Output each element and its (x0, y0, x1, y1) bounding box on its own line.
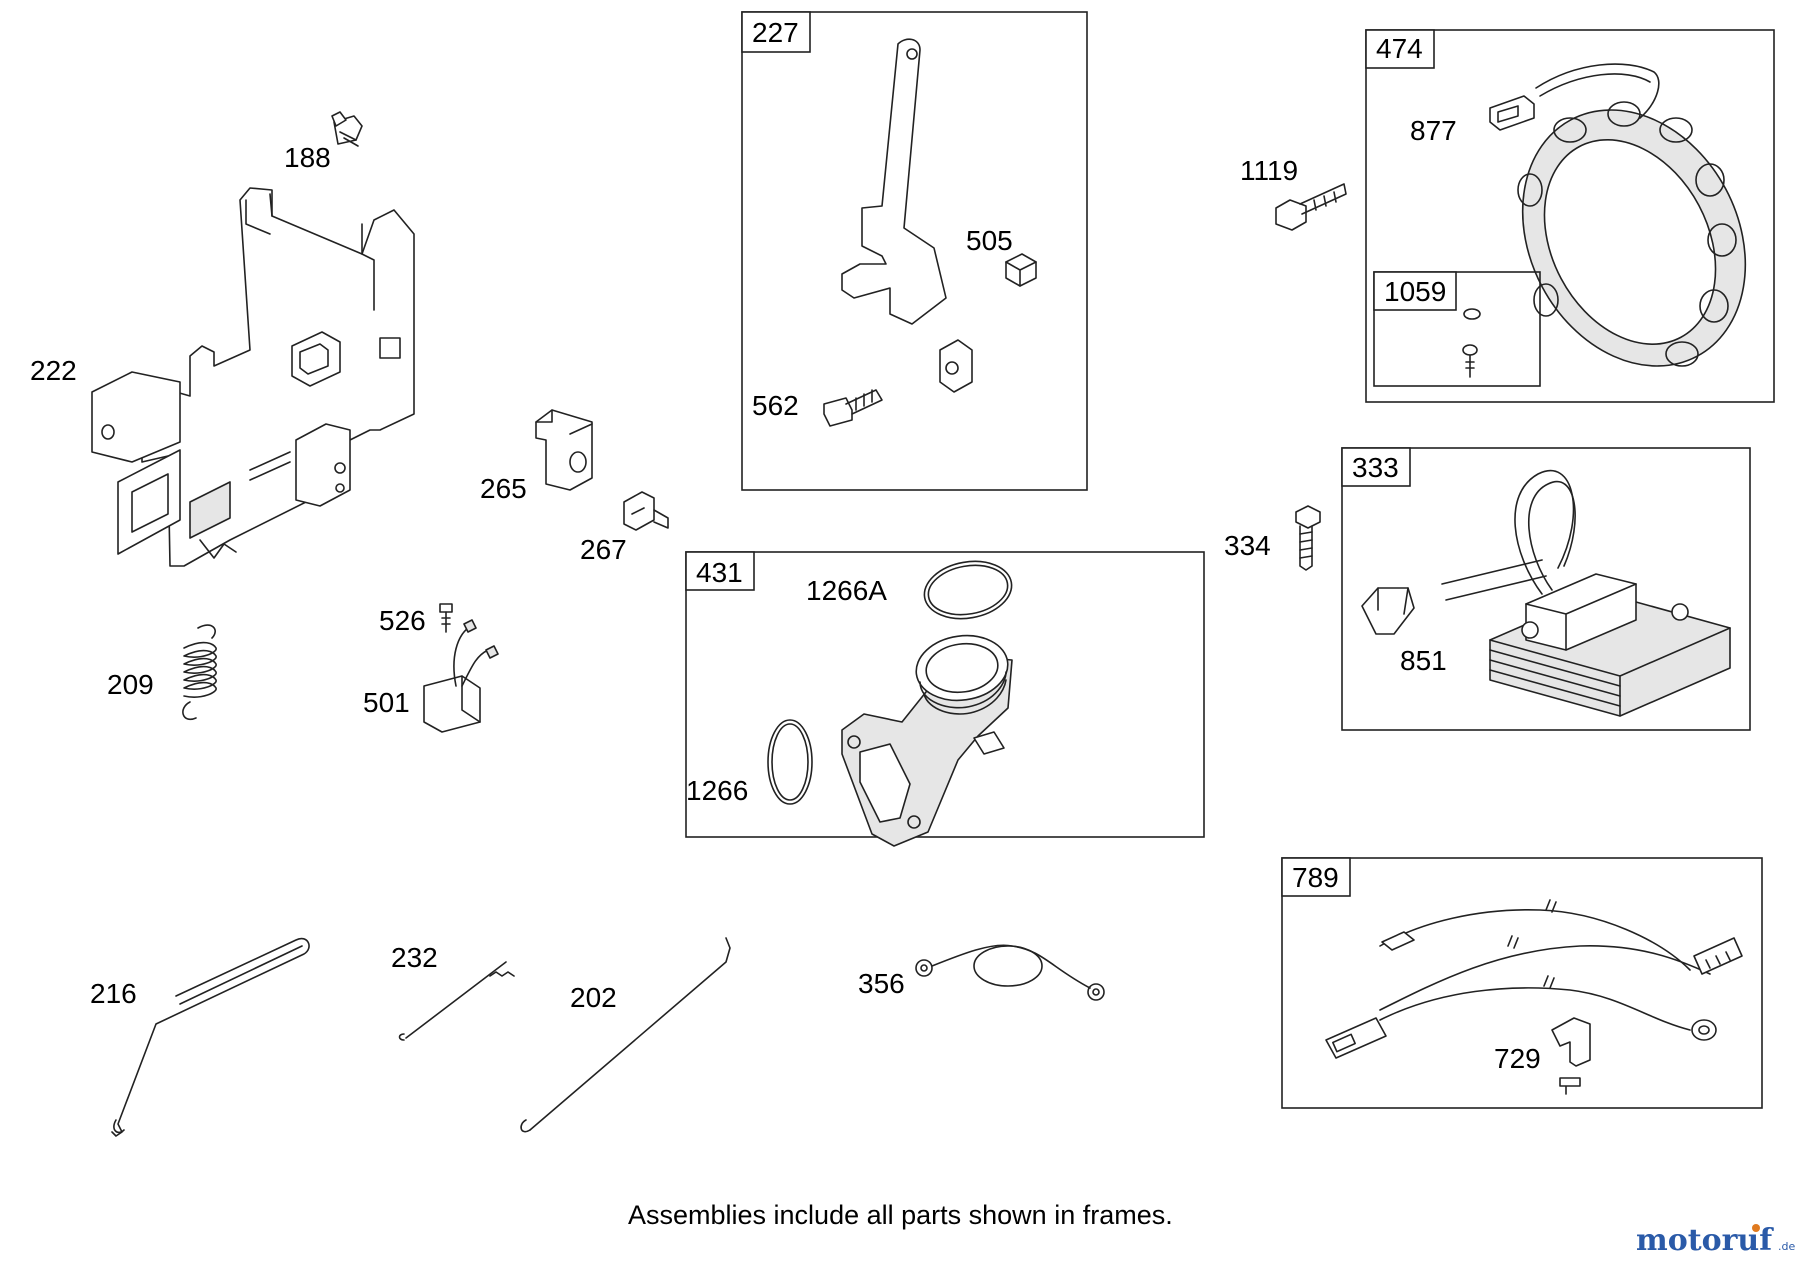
part-1119-bolt (1275, 183, 1347, 231)
frame-label-789: 789 (1292, 862, 1339, 893)
frame-474: 474 (1365, 29, 1775, 403)
part-216-link (111, 937, 310, 1137)
frame-label-333: 333 (1352, 452, 1399, 483)
frame-label-431: 431 (696, 557, 743, 588)
caption: Assemblies include all parts shown in fr… (628, 1200, 1173, 1230)
label-877: 877 (1410, 115, 1457, 146)
label-729: 729 (1494, 1043, 1541, 1074)
label-202: 202 (570, 982, 617, 1013)
part-232-spring (398, 961, 515, 1041)
label-1266: 1266 (686, 775, 748, 806)
label-526: 526 (379, 605, 426, 636)
watermark-brand: motoruf (1636, 1223, 1774, 1258)
label-501: 501 (363, 687, 410, 718)
part-356-ground-wire (915, 944, 1105, 1001)
label-265: 265 (480, 473, 527, 504)
part-334-screw (1295, 505, 1321, 571)
label-356: 356 (858, 968, 905, 999)
frame-label-1059: 1059 (1384, 276, 1446, 307)
part-188-bolt (331, 111, 363, 147)
part-501-rectifier (423, 619, 499, 733)
frame-227: 227 (741, 11, 1088, 491)
watermark-logo: motoruf .de (1636, 1223, 1795, 1258)
label-222: 222 (30, 355, 77, 386)
frame-333: 333 (1341, 447, 1751, 731)
label-188: 188 (284, 142, 331, 173)
part-209-spring (182, 624, 217, 721)
part-222-control-bracket (91, 187, 415, 567)
label-1119: 1119 (1240, 155, 1298, 186)
label-216: 216 (90, 978, 137, 1009)
label-209: 209 (107, 669, 154, 700)
frame-1059: 1059 (1373, 271, 1541, 387)
part-202-link (520, 937, 731, 1133)
part-526-screw (439, 603, 453, 633)
label-562: 562 (752, 390, 799, 421)
frame-label-474: 474 (1376, 33, 1423, 64)
watermark-tld: .de (1778, 1240, 1795, 1253)
svg-text:.de: .de (1778, 1240, 1795, 1253)
part-265-bracket (535, 409, 593, 491)
label-505: 505 (966, 225, 1013, 256)
label-267: 267 (580, 534, 627, 565)
frame-label-227: 227 (752, 17, 799, 48)
frame-431: 431 (685, 551, 1205, 847)
label-232: 232 (391, 942, 438, 973)
svg-text:motoruf: motoruf (1636, 1223, 1774, 1258)
frame-789: 789 (1281, 857, 1763, 1109)
part-267-screw (623, 491, 669, 531)
label-851: 851 (1400, 645, 1447, 676)
label-1266A: 1266A (806, 575, 887, 606)
label-334: 334 (1224, 530, 1271, 561)
